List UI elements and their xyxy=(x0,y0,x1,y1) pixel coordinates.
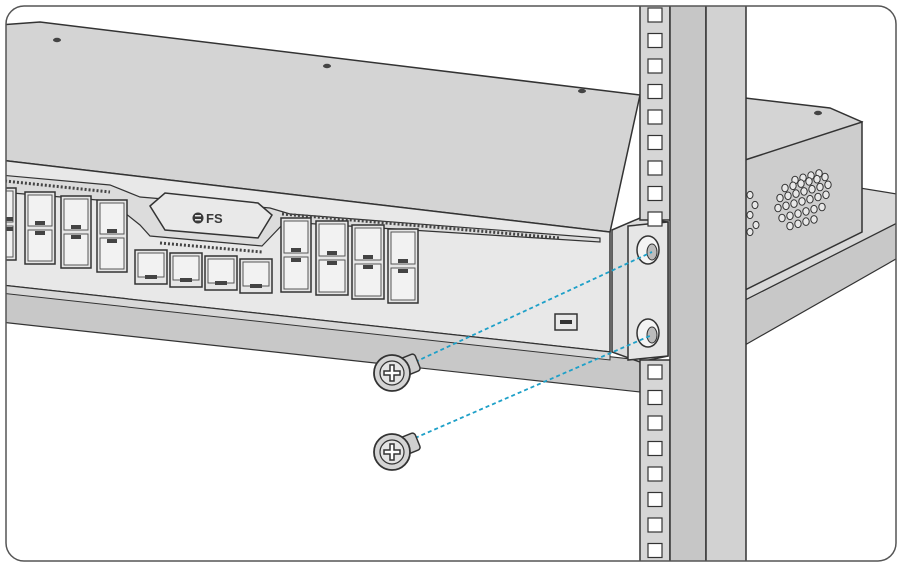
vent-hole xyxy=(805,177,813,186)
vent-hole xyxy=(821,172,829,182)
guide-line-bottom xyxy=(414,334,653,439)
rail-hole xyxy=(647,364,663,380)
front-lower-lip xyxy=(6,284,611,361)
vent-hole xyxy=(751,200,759,210)
rail-hole xyxy=(647,58,663,74)
rail-hole xyxy=(647,83,663,100)
usb-port-icon xyxy=(554,313,578,331)
vent-hole xyxy=(778,213,786,223)
switch-top-panel xyxy=(6,21,641,233)
sfp-port xyxy=(387,228,419,304)
vent-hole xyxy=(824,180,832,190)
top-screw-holes xyxy=(53,37,822,116)
sfp-port xyxy=(24,191,56,265)
logo-plate xyxy=(149,192,273,239)
vent-hole xyxy=(802,207,810,216)
rail-hole xyxy=(647,160,663,176)
rail-hole xyxy=(647,185,663,202)
vent-hole xyxy=(802,217,810,226)
vent-hole xyxy=(792,189,800,198)
vent-hole xyxy=(786,211,794,221)
rail-hole xyxy=(647,542,663,559)
vent-hole xyxy=(794,209,802,218)
rail-hole xyxy=(647,7,663,23)
sfp-port xyxy=(134,249,168,285)
brand-text: FS xyxy=(206,211,223,226)
sfp-port xyxy=(60,195,92,269)
sfp-port xyxy=(280,217,312,293)
rack-rail-holes xyxy=(647,7,663,559)
diagram-border xyxy=(5,5,897,562)
vent-grille-icon xyxy=(746,169,832,237)
vent-hole xyxy=(784,191,792,201)
phillips-screw-icon xyxy=(373,353,421,392)
sfp-port xyxy=(239,258,273,294)
vent-hole xyxy=(782,201,790,211)
vent-hole xyxy=(781,183,789,193)
vent-hole xyxy=(810,204,818,214)
vent-hole xyxy=(808,184,816,194)
vent-hole xyxy=(806,194,814,204)
sfp-port xyxy=(6,187,17,261)
vent-hole xyxy=(816,182,824,192)
vent-hole xyxy=(789,181,797,191)
vent-hole xyxy=(797,179,805,188)
rail-hole xyxy=(647,491,663,508)
vent-hole xyxy=(818,202,826,212)
vent-hole xyxy=(746,190,754,200)
rack-rail xyxy=(639,6,747,561)
sfp-port-group xyxy=(6,187,419,304)
vent-hole xyxy=(752,220,760,230)
vent-hole xyxy=(810,215,818,224)
vent-hole xyxy=(814,192,822,202)
front-vent-strip-3 xyxy=(159,241,263,254)
rail-hole xyxy=(647,517,663,533)
vent-hole xyxy=(794,219,802,229)
rail-hole xyxy=(647,211,663,227)
vent-hole xyxy=(798,197,806,206)
rail-hole xyxy=(647,109,663,125)
vent-hole xyxy=(776,193,784,203)
front-vent-strip-2 xyxy=(281,212,561,240)
vent-hole xyxy=(746,210,754,220)
rail-hole xyxy=(647,134,663,151)
front-vent-strip xyxy=(6,179,111,194)
rail-hole xyxy=(647,32,663,49)
sfp-port xyxy=(351,224,385,300)
phillips-screw-icon-2 xyxy=(373,432,421,471)
vent-hole xyxy=(800,187,808,196)
rail-hole xyxy=(647,415,663,431)
rail-hole xyxy=(647,440,663,457)
vent-hole xyxy=(774,203,782,213)
vent-hole xyxy=(786,221,794,231)
vent-hole xyxy=(822,190,830,200)
vent-hole xyxy=(746,227,754,237)
vent-hole xyxy=(813,174,821,184)
guide-line-top xyxy=(414,251,653,363)
rail-hole xyxy=(647,466,663,482)
vent-hole xyxy=(790,199,798,208)
rail-hole xyxy=(647,389,663,406)
sfp-port xyxy=(96,199,128,273)
fs-logo-icon xyxy=(192,212,204,224)
sfp-port xyxy=(204,255,238,291)
sfp-port xyxy=(169,252,203,288)
bracket-hole-top xyxy=(636,235,660,265)
bracket-hole-bottom xyxy=(636,318,660,348)
sfp-port xyxy=(315,220,349,296)
